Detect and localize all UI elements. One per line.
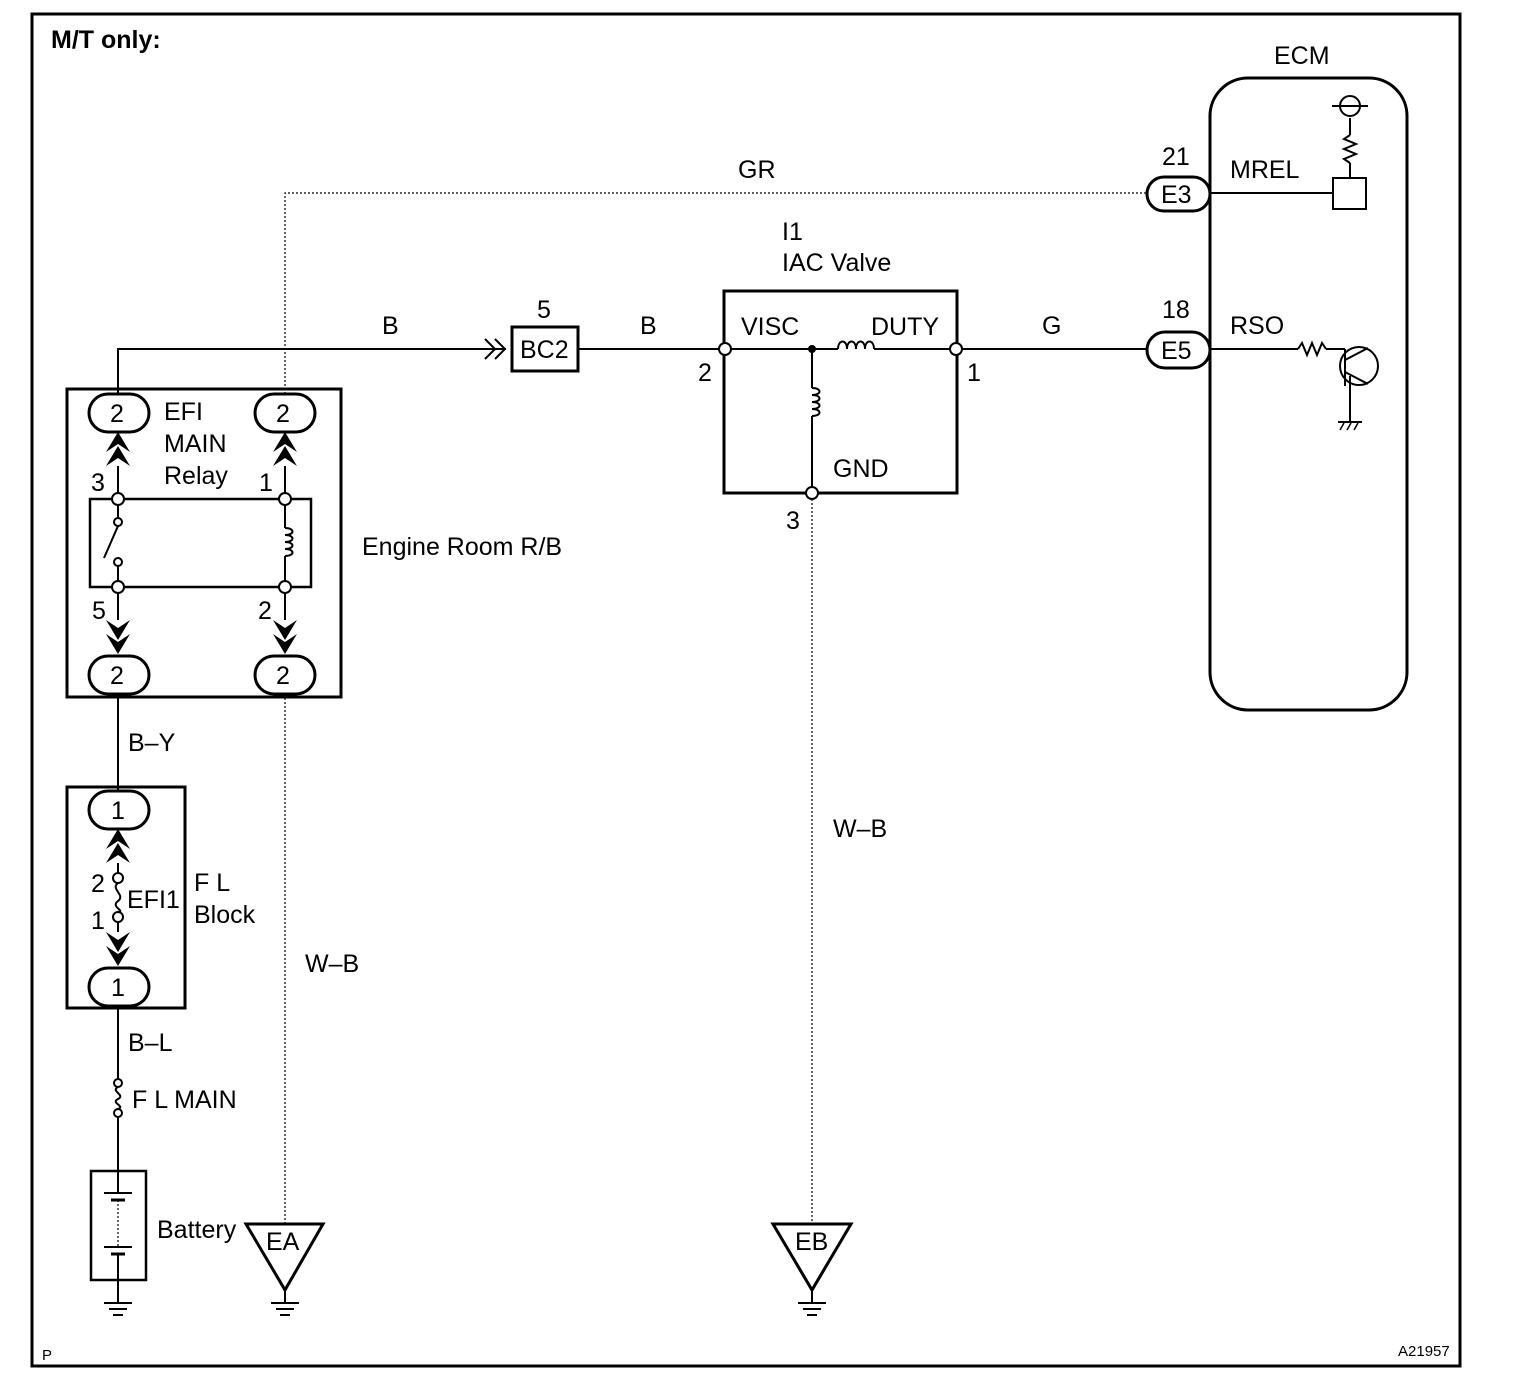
relay-name-line2: MAIN [164,430,227,458]
ecm-box [1208,76,1409,712]
wire-b-left-label: B [382,312,399,340]
iac-visc-label: VISC [741,313,799,341]
engine-room-relay-block: 2 2 2 2 [65,387,343,699]
figure-id: A21957 [1398,1343,1450,1360]
battery [89,1169,148,1316]
iac-valve-box [722,289,959,495]
efi-main-relay-box [88,497,313,589]
iac-duty-label: DUTY [871,313,939,341]
mrel-resistor [1341,134,1359,164]
wire-w-b-mid-label: W–B [833,815,887,843]
fl-block: 1 1 [65,785,187,1010]
bc2-pin-5: 5 [537,296,551,324]
connector-e3 [1145,175,1212,213]
ground-ea [243,1222,326,1316]
efi1-fuse-label: EFI1 [127,886,180,914]
fl-block-conn-bot-label: 1 [111,974,125,1002]
diagram-title: M/T only: [51,26,161,54]
iac-duty-coil [837,340,875,350]
iac-pin-3: 3 [786,507,800,535]
ground-ea-triangle [243,1222,326,1293]
wire-g-label: G [1042,312,1061,340]
relay-pin-5: 5 [92,597,106,625]
chevron-up-icon [106,432,130,466]
iac-pin-visc-node [718,342,732,356]
wire-b-l-label: B–L [128,1029,173,1057]
ecm-pin-18: 18 [1162,296,1190,324]
relay-name-line1: EFI [164,398,203,426]
battery-label: Battery [157,1216,237,1244]
ground-eb-triangle [770,1222,854,1293]
wire-b-y-label: B–Y [128,729,176,757]
relay-block-conn-top-left [87,392,151,434]
fl-pin-1: 1 [91,907,105,935]
iac-code: I1 [782,218,803,246]
ground-eb-label: EB [795,1228,828,1256]
fl-block-box [65,785,187,1010]
relay-block-conn-bot-left-label: 2 [110,662,124,690]
iac-pin-2: 2 [698,359,712,387]
connector-bc2 [510,325,580,373]
iac-pin-duty-node [949,342,963,356]
relay-block-conn-bot-right-label: 2 [276,662,290,690]
connector-e5-label: E5 [1161,337,1192,365]
ecm-title: ECM [1274,42,1330,70]
relay-pin-3: 3 [91,469,105,497]
fl-block-name-line1: F L [194,869,230,897]
iac-pin-gnd-node [805,486,819,500]
wire-b-left [117,348,506,398]
fl-block-name-line2: Block [194,901,256,929]
fl-main-label: F L MAIN [132,1086,237,1114]
wire-w-b-left-label: W–B [305,950,359,978]
iac-name: IAC Valve [782,249,891,277]
ecm-unit: ECM [1208,42,1409,712]
wire-b-right-label: B [640,312,657,340]
iac-visc-coil [811,387,821,417]
wire-gr-label: GR [738,156,776,184]
rso-label: RSO [1230,312,1284,340]
relay-switch-contact [103,525,119,559]
rso-transistor-icon [1339,346,1379,386]
connector-bc2-label: BC2 [520,336,569,364]
relay-pin-2: 2 [258,597,272,625]
chevron-down-icon [273,620,297,654]
fl-pin-2: 2 [91,870,105,898]
ground-ea-label: EA [266,1228,300,1256]
iac-valve: I1 IAC Valve VISC DUTY GND [718,218,963,500]
relay-pin-1: 1 [259,469,273,497]
relay-block-name: Engine Room R/B [362,533,562,561]
corner-mark: P [42,1347,52,1364]
chevron-down-icon [106,932,130,966]
fl-block-conn-top-label: 1 [111,797,125,825]
relay-name-line3: Relay [164,462,228,490]
wire-gr [284,192,1147,398]
fl-block-conn-top [87,789,151,831]
chevron-up-icon [106,829,130,863]
ground-eb [770,1222,854,1316]
rso-resistor [1297,340,1327,358]
chevron-up-icon [273,432,297,466]
ecm-pin-21: 21 [1162,143,1190,171]
connector-e3-label: E3 [1161,181,1192,209]
iac-gnd-label: GND [833,455,889,483]
mrel-driver-box [1332,177,1367,210]
relay-block-conn-top-right-label: 2 [276,400,290,428]
bc2-arrow-icon [484,338,507,360]
iac-junction-dot [808,345,816,353]
iac-pin-1: 1 [967,359,981,387]
mrel-label: MREL [1230,156,1300,184]
relay-block-conn-top-left-label: 2 [110,400,124,428]
relay-coil [284,527,294,557]
efi1-fuse-icon [114,882,122,913]
chevron-down-icon [106,620,130,654]
relay-block-box [65,387,343,699]
fl-main-fusible-link-icon [114,1086,122,1110]
diagram-frame [30,12,1462,1368]
